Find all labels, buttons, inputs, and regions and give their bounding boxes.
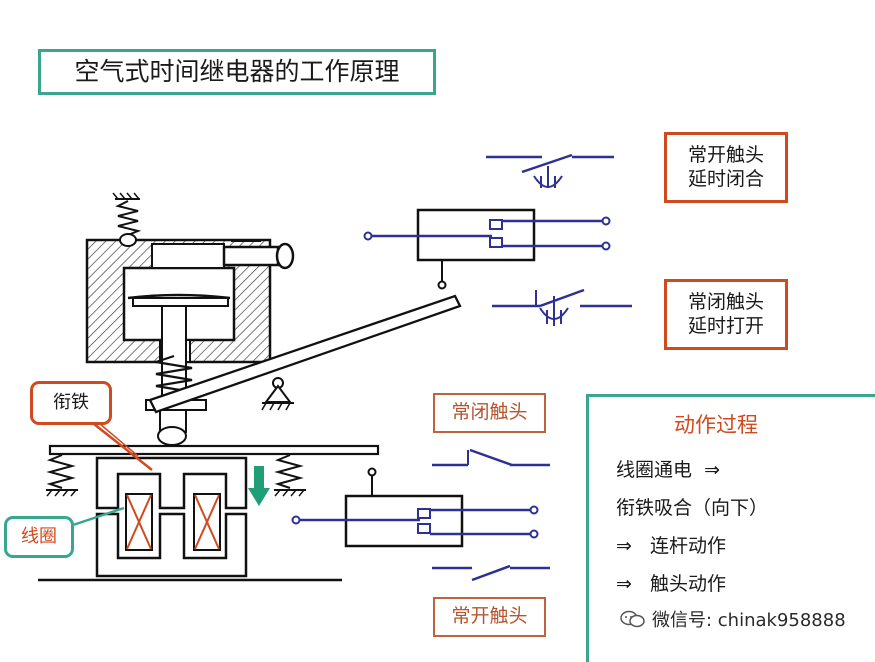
label-nc-delay-open-line2: 延时打开 <box>687 314 764 337</box>
down-arrow-icon <box>248 466 270 506</box>
coil-pointer <box>69 506 125 528</box>
lever-pivot <box>261 377 294 411</box>
no-delay-close-symbol <box>486 153 614 188</box>
no-instant-symbol <box>432 564 550 582</box>
armature-pointer <box>93 423 153 471</box>
wechat-icon <box>620 610 646 628</box>
armature-pointer-2 <box>99 423 139 457</box>
label-no-delay-close: 常开触头 延时闭合 <box>664 132 788 203</box>
process-step: 衔铁吸合（向下） <box>616 497 769 519</box>
label-no-delay-close-line1: 常开触头 <box>687 143 764 166</box>
label-no-contact: 常开触头 <box>433 597 546 637</box>
page-title: 空气式时间继电器的工作原理 <box>38 49 436 95</box>
nc-delay-open-symbol <box>492 288 632 326</box>
fixed-core <box>38 512 342 582</box>
label-armature: 衔铁 <box>30 381 112 425</box>
coil-right <box>193 493 221 551</box>
armature-plate <box>48 444 380 456</box>
label-nc-contact: 常闭触头 <box>433 393 546 433</box>
nc-instant-symbol <box>432 448 550 467</box>
armature-core <box>95 456 248 510</box>
top-spring <box>112 192 142 247</box>
watermark-text: 微信号: chinak958888 <box>652 610 846 631</box>
label-nc-delay-open: 常闭触头 延时打开 <box>664 279 788 350</box>
delay-contact-block <box>363 208 611 290</box>
watermark: 微信号: chinak958888 <box>620 606 846 632</box>
label-coil: 线圈 <box>4 516 74 558</box>
label-nc-delay-open-line1: 常闭触头 <box>687 290 764 313</box>
process-title: 动作过程 <box>674 413 758 437</box>
label-no-delay-close-line2: 延时闭合 <box>687 167 764 190</box>
lever-arm <box>148 294 462 414</box>
coil-left <box>125 493 153 551</box>
process-step: ⇒ 连杆动作 <box>616 535 727 557</box>
left-return-spring <box>46 454 78 497</box>
adjust-screw <box>222 240 295 270</box>
process-step: ⇒ 触头动作 <box>616 573 727 595</box>
process-step: 线圈通电 ⇒ <box>616 459 720 481</box>
instant-contact-block <box>291 467 539 548</box>
right-return-spring <box>274 454 306 497</box>
